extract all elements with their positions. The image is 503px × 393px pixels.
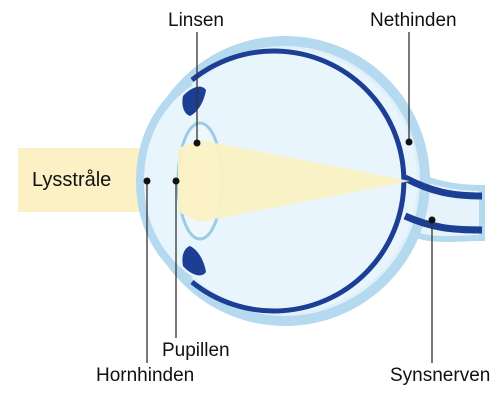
label-pupillen: Pupillen xyxy=(162,341,230,360)
label-linsen: Linsen xyxy=(168,11,224,30)
dot-hornhinden xyxy=(144,178,151,185)
dot-synsnerven xyxy=(429,217,436,224)
label-hornhinden: Hornhinden xyxy=(96,366,194,385)
label-synsnerven: Synsnerven xyxy=(390,366,490,385)
label-nethinden: Nethinden xyxy=(370,11,457,30)
dot-nethinden xyxy=(406,139,413,146)
dot-pupillen xyxy=(173,178,180,185)
label-lysstrale: Lysstråle xyxy=(32,170,111,190)
dot-linsen xyxy=(194,140,201,147)
